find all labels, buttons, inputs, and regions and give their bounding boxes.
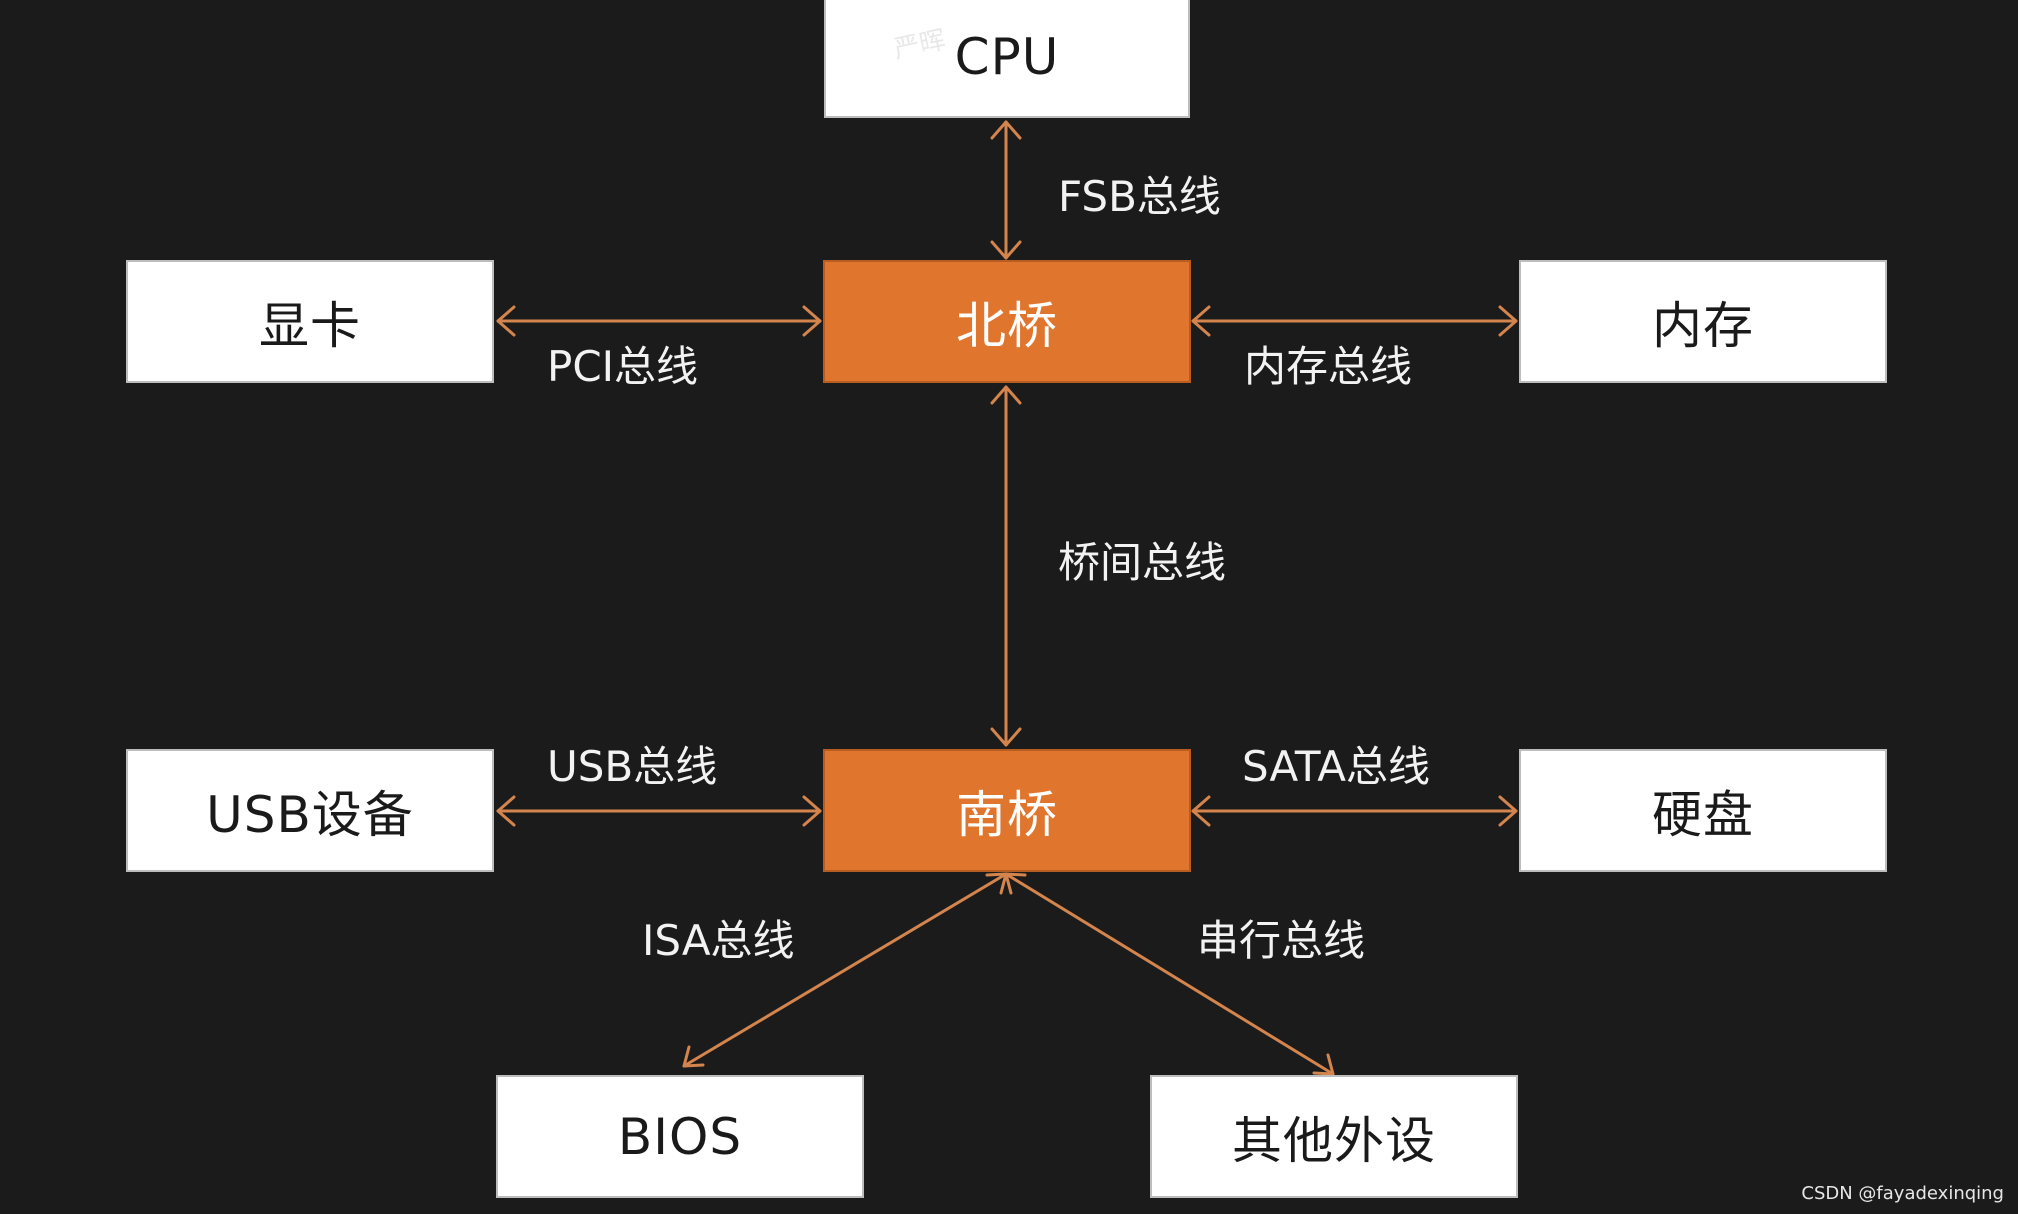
pci-connector (496, 305, 822, 337)
southbridge-node: 南桥 (823, 749, 1191, 872)
usb-devices-node: USB设备 (126, 749, 494, 872)
isa-connector (682, 872, 1008, 1068)
fsb-bus-label: FSB总线 (1058, 172, 1221, 221)
southbridge-label: 南桥 (956, 785, 1058, 844)
memory-bus-connector (1191, 305, 1518, 337)
isa-bus-label: ISA总线 (642, 916, 795, 965)
graphics-card-node: 显卡 (126, 260, 494, 383)
sata-bus-label: SATA总线 (1242, 742, 1431, 791)
other-peripherals-label: 其他外设 (1232, 1111, 1436, 1170)
cpu-node: CPU (824, 0, 1190, 118)
bios-node: BIOS (496, 1075, 864, 1198)
northbridge-label: 北桥 (956, 296, 1058, 355)
inter-bridge-connector (990, 385, 1022, 747)
graphics-card-label: 显卡 (259, 296, 361, 355)
memory-bus-label: 内存总线 (1244, 342, 1413, 391)
hard-disk-label: 硬盘 (1652, 785, 1754, 844)
usb-devices-label: USB设备 (206, 785, 414, 844)
pci-bus-label: PCI总线 (547, 342, 699, 391)
hard-disk-node: 硬盘 (1519, 749, 1887, 872)
bios-label: BIOS (617, 1107, 743, 1166)
memory-label: 内存 (1652, 296, 1754, 355)
usb-connector (496, 795, 822, 827)
serial-bus-label: 串行总线 (1197, 916, 1366, 965)
fsb-connector (990, 120, 1022, 260)
northbridge-node: 北桥 (823, 260, 1191, 383)
serial-connector (1004, 872, 1335, 1076)
usb-bus-label: USB总线 (547, 742, 718, 791)
inter-bridge-bus-label: 桥间总线 (1058, 538, 1227, 587)
other-peripherals-node: 其他外设 (1150, 1075, 1518, 1198)
credit-text: CSDN @fayadexinqing (1801, 1183, 2004, 1204)
memory-node: 内存 (1519, 260, 1887, 383)
sata-connector (1191, 795, 1518, 827)
cpu-label: CPU (954, 28, 1060, 86)
